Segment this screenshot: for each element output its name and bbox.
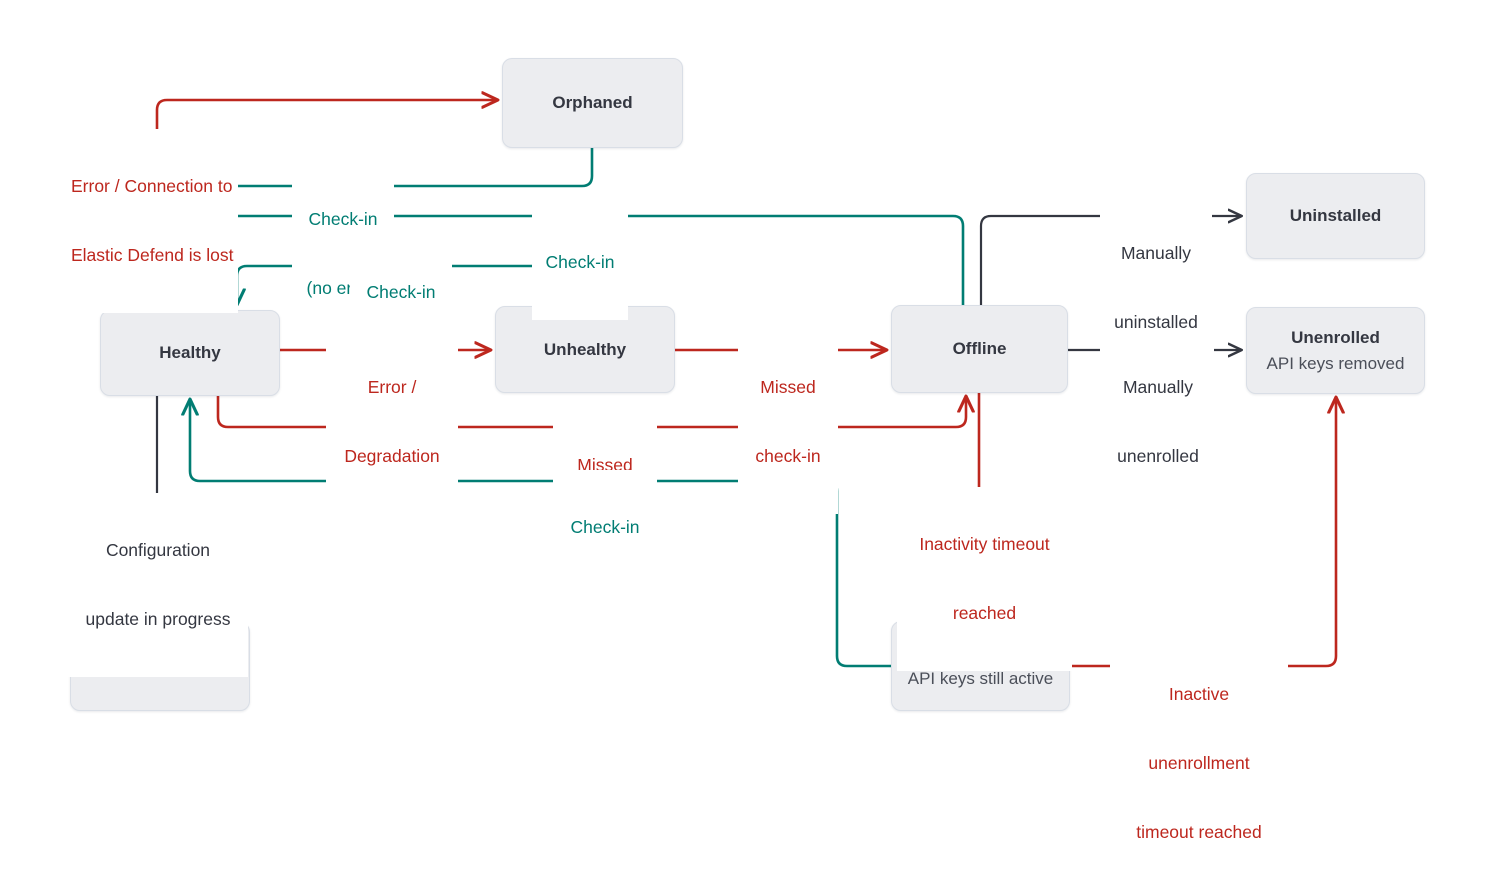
edge-inactive-to-unenrolled [1070,398,1336,668]
node-orphaned-title: Orphaned [552,93,633,112]
node-unhealthy[interactable]: Unhealthy [495,306,675,393]
edge-label-missed-checkin-unhealthy-line1: Missed [760,377,816,397]
edge-label-manually-unenrolled-line2: unenrolled [1117,446,1199,466]
edge-label-config-update-line1: Configuration [105,540,211,560]
edge-label-config-update: Configuration update in progress [68,493,248,677]
edge-label-inactive-unenrollment: Inactive unenrollment timeout reached [1110,637,1288,890]
node-healthy[interactable]: Healthy [100,310,280,396]
edge-offline-to-uninstalled [979,216,1241,305]
edge-label-checkin-inactive-text: Check-in [570,517,640,537]
edge-label-error-degradation-line2: Degradation [344,446,440,466]
edge-label-checkin-inactive: Check-in [557,470,653,585]
edge-label-error-connection-lost-line1: Error / Connection to [71,176,233,196]
edge-label-inactivity-timeout-line2: reached [952,603,1017,623]
node-offline[interactable]: Offline [891,305,1068,393]
edge-label-manually-uninstalled-line2: uninstalled [1114,312,1198,332]
edge-label-inactivity-timeout-line1: Inactivity timeout [919,534,1050,554]
node-uninstalled-title: Uninstalled [1289,206,1382,225]
edge-label-inactive-unenrollment-line1: Inactive [1168,684,1230,704]
edge-label-checkin-offline-text: Check-in [545,252,615,272]
node-uninstalled[interactable]: Uninstalled [1246,173,1425,259]
edge-label-manually-uninstalled-line1: Manually [1120,243,1192,263]
edge-healthy-to-orphaned [155,100,497,310]
edge-label-inactivity-timeout: Inactivity timeout reached [897,487,1072,671]
node-orphaned[interactable]: Orphaned [502,58,683,148]
edge-label-missed-checkin-unhealthy-line2: check-in [755,446,821,466]
edge-label-error-degradation: Error / Degradation [326,330,458,514]
node-unenrolled-subtitle: API keys removed [1266,353,1405,373]
node-unenrolled-title: Unenrolled [1291,327,1380,347]
edge-label-error-connection-lost-line2: Elastic Defend is lost [71,245,234,265]
edge-label-config-update-line2: update in progress [85,609,231,629]
edge-label-inactive-unenrollment-line2: unenrollment [1148,753,1250,773]
edge-label-manually-unenrolled: Manually unenrolled [1102,330,1214,514]
edge-label-manually-unenrolled-line1: Manually [1122,377,1194,397]
node-inactive-subtitle: API keys still active [907,669,1054,688]
edge-label-missed-checkin-unhealthy: Missed check-in [738,330,838,514]
state-diagram-canvas: Orphaned Healthy Unhealthy Offline Unins… [66,58,1425,842]
edge-label-inactive-unenrollment-line3: timeout reached [1136,822,1262,842]
node-healthy-title: Healthy [159,343,221,362]
node-unhealthy-title: Unhealthy [543,339,627,359]
node-unenrolled[interactable]: Unenrolled API keys removed [1246,307,1425,394]
edge-label-checkin-no-error-top-line1: Check-in [308,209,378,229]
node-offline-title: Offline [952,339,1007,358]
edge-label-checkin-no-error-mid-line1: Check-in [366,282,436,302]
edge-label-checkin-offline: Check-in [532,205,628,320]
edge-label-error-degradation-line1: Error / [367,377,417,397]
edge-label-error-connection-lost: Error / Connection to Elastic Defend is … [66,129,239,313]
